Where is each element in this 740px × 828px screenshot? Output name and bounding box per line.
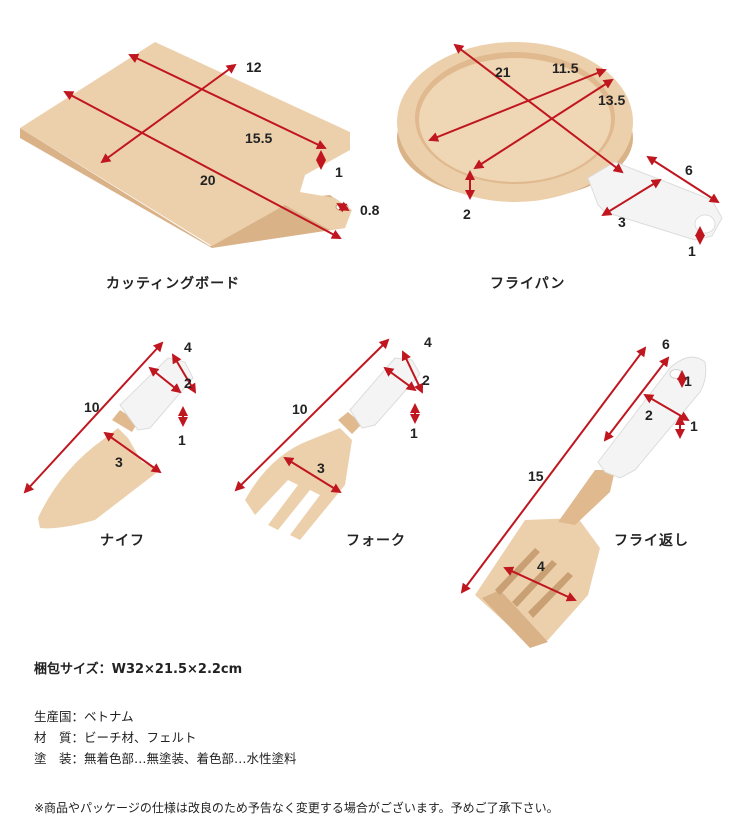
cutting-board-illustration: 12 15.5 20 1 0.8 xyxy=(20,42,380,248)
cutting-board-dim-length: 20 xyxy=(200,172,216,188)
frying-pan-dim-diameter: 21 xyxy=(495,64,511,80)
frying-pan-dim-inner-a: 11.5 xyxy=(552,60,579,76)
knife-dim-handle-w: 2 xyxy=(184,375,192,391)
turner-dim-length: 15 xyxy=(528,468,544,484)
fork-dim-head-w: 3 xyxy=(317,460,325,476)
knife-illustration: 10 4 2 1 3 xyxy=(23,339,197,529)
fork-name: フォーク xyxy=(346,533,406,549)
fork-dim-handle-t: 1 xyxy=(410,425,418,441)
cutting-board-dim-width: 12 xyxy=(246,59,262,75)
frying-pan-dim-handle-t: 1 xyxy=(688,243,696,259)
finish-value: ：無着色部…無塗装、着色部…水性塗料 xyxy=(71,751,297,766)
turner-dim-handle-len: 6 xyxy=(662,336,670,352)
turner-dim-hole: 1 xyxy=(684,373,692,389)
frying-pan-name: フライパン xyxy=(490,276,566,292)
turner-dim-head-w: 4 xyxy=(537,558,545,574)
cutting-board-dim-hole: 0.8 xyxy=(360,202,380,218)
turner-name: フライ返し xyxy=(614,533,689,549)
frying-pan-dim-height: 2 xyxy=(463,206,471,222)
cutting-board-name: カッティングボード xyxy=(106,276,241,292)
material-label: 材 質 xyxy=(34,730,72,745)
material-value: ：ビーチ材、フェルト xyxy=(71,730,197,745)
fork-dim-handle-len: 4 xyxy=(424,334,432,350)
origin-value: ：ベトナム xyxy=(71,709,134,724)
package-size: 梱包サイズ：W32×21.5×2.2cm xyxy=(34,662,243,677)
frying-pan-dim-handle-len: 6 xyxy=(685,162,693,178)
frying-pan-dim-handle-w: 3 xyxy=(618,214,626,230)
origin-label: 生産国 xyxy=(34,709,72,724)
turner-dim-handle-w: 2 xyxy=(645,407,653,423)
fork-dim-length: 10 xyxy=(292,401,308,417)
finish-label: 塗 装 xyxy=(34,751,72,766)
cutting-board-dim-thickness: 1 xyxy=(335,164,343,180)
frying-pan-illustration: 21 11.5 13.5 2 6 3 1 xyxy=(397,42,723,259)
knife-dim-handle-len: 4 xyxy=(184,339,192,355)
knife-dim-handle-t: 1 xyxy=(178,432,186,448)
finish-row: 塗 装：無着色部…無塗装、着色部…水性塗料 xyxy=(34,748,297,767)
turner-dim-handle-t: 1 xyxy=(690,418,698,434)
knife-dim-blade-w: 3 xyxy=(115,454,123,470)
material-row: 材 質：ビーチ材、フェルト xyxy=(34,727,197,746)
origin-row: 生産国：ベトナム xyxy=(34,706,134,725)
disclaimer-note: ※商品やパッケージの仕様は改良のため予告なく変更する場合がございます。予めご了承… xyxy=(34,801,559,815)
fork-illustration: 10 4 2 1 3 xyxy=(234,334,432,540)
knife-name: ナイフ xyxy=(100,533,145,549)
fork-dim-handle-w: 2 xyxy=(422,372,430,388)
turner-illustration: 15 6 2 1 1 4 xyxy=(460,336,707,648)
frying-pan-dim-inner-b: 13.5 xyxy=(598,92,625,108)
knife-dim-length: 10 xyxy=(84,399,100,415)
cutting-board-dim-inner: 15.5 xyxy=(245,130,272,146)
